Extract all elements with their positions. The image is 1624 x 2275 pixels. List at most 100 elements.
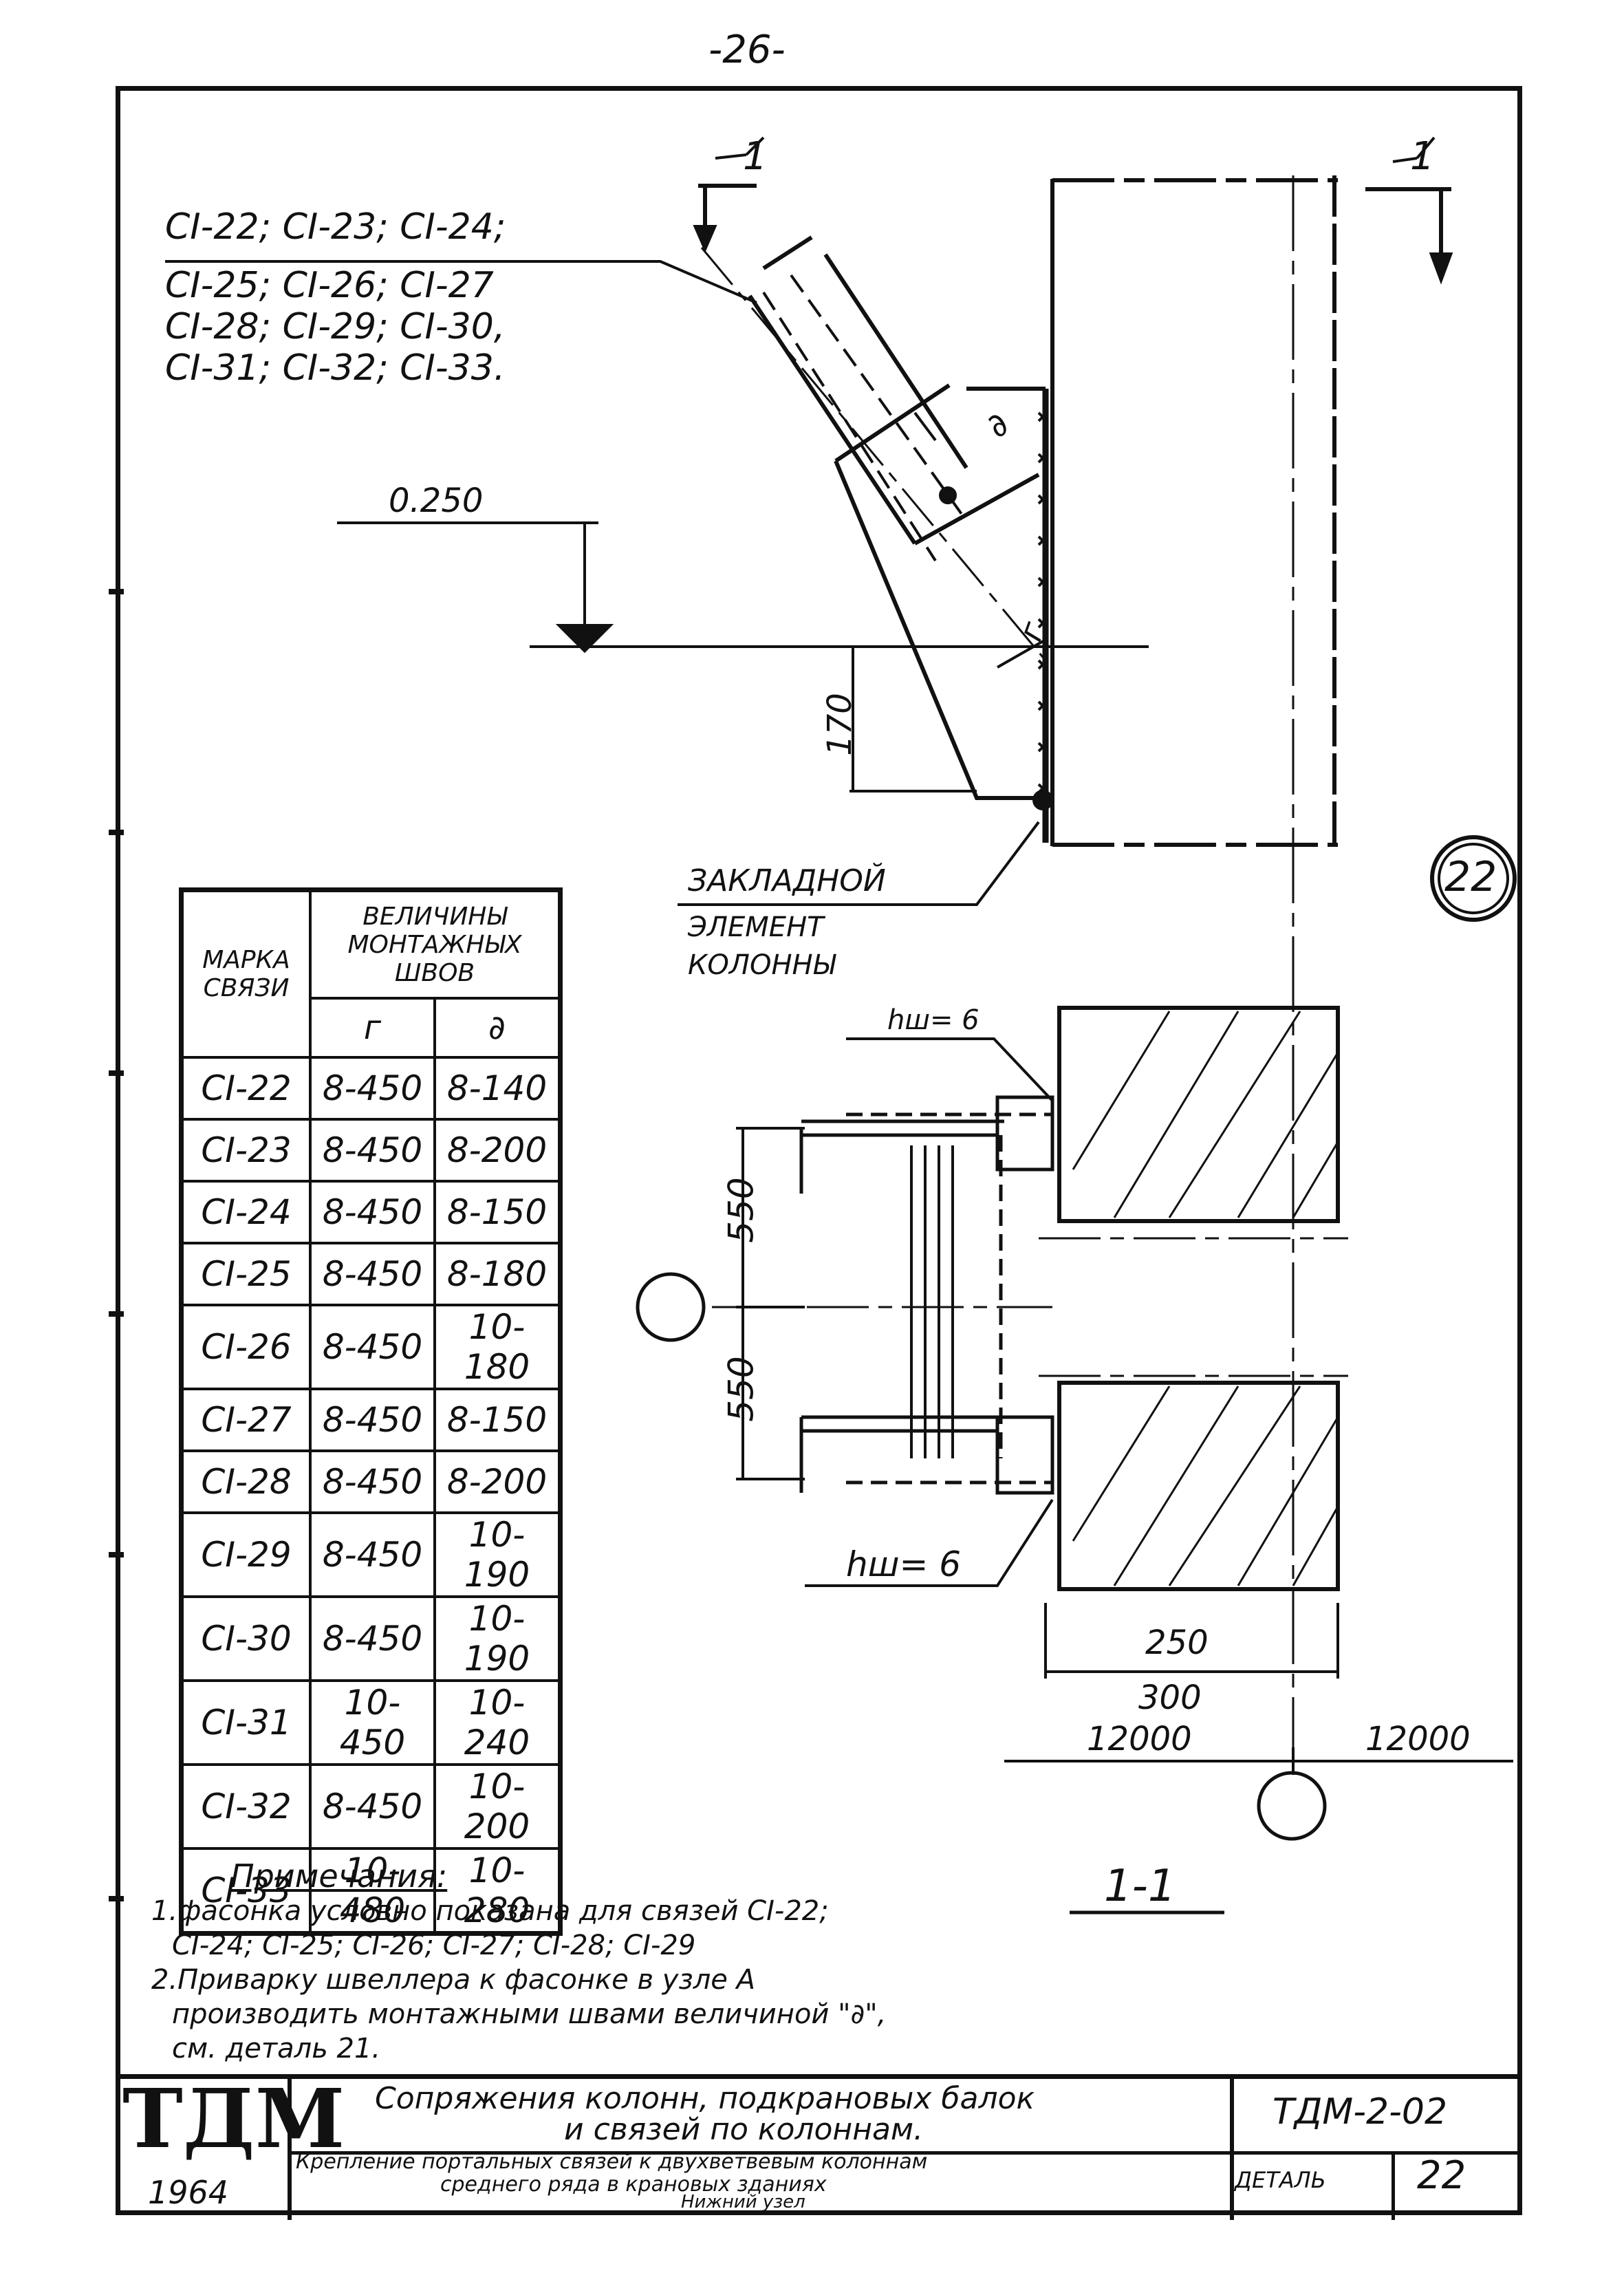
cell-mark: CI-26 [180,1304,312,1390]
cell-weld-g: 8-450 [309,1595,436,1682]
section-title: 1-1 [1104,1861,1176,1912]
title-sub-2: среднего ряда в крановых зданиях [440,2172,827,2197]
section-mark-right-arrow [1429,252,1453,285]
plate-weld-dot [1032,790,1053,810]
title-main-2: и связей по колоннам. [564,2112,924,2147]
hatch-bottom [1072,1386,1339,1586]
note-line-1: 1.фасонка условно показана для связей CI… [151,1895,829,1927]
header-mark: МАРКА СВЯЗИ [180,888,312,1059]
tdm-logo: ТДМ [122,2071,345,2166]
dim-170-line [849,647,977,793]
brace-channel-end [762,235,1040,546]
weld-size-table: МАРКА СВЯЗИ ВЕЛИЧИНЫ МОНТАЖНЫХ ШВОВ г ∂ … [179,887,563,1936]
section-mark-left-label: 1 [743,134,768,179]
brace-label-2: CI-25; CI-26; CI-27 [165,265,494,306]
weld-leader-bottom [805,1498,1054,1587]
cell-weld-d: 10-240 [433,1679,562,1766]
cell-weld-g: 8-450 [309,1304,436,1390]
cell-weld-d: 8-150 [433,1388,562,1452]
dim-12000-line [1004,1747,1513,1775]
node-point [939,486,957,504]
axis-bubble-left [636,1272,706,1342]
margin-ticks [109,589,124,1901]
note-line-4: производить монтажными швами величиной "… [172,1998,887,2030]
embedded-label-3: КОЛОННЫ [688,949,836,981]
notes-title: Примечания: [230,1857,448,1895]
cell-weld-g: 8-450 [309,1763,436,1850]
dim-550-lines [736,1127,805,1480]
cell-mark: CI-31 [180,1679,312,1766]
cell-mark: CI-24 [180,1180,312,1244]
cell-weld-g: 10-450 [309,1679,436,1766]
cell-mark: CI-28 [180,1449,312,1514]
detail-label: ДЕТАЛЬ [1235,2167,1326,2193]
cell-weld-g: 8-450 [309,1388,436,1452]
header-d: ∂ [433,997,562,1059]
brace-label-3: CI-28; CI-29; CI-30, [165,306,506,347]
brace-channel-hidden [762,274,964,562]
weld-leader-top [846,1037,1054,1102]
cell-weld-d: 8-150 [433,1180,562,1244]
brace-axis [700,247,1047,661]
section-mark-right-label: 1 [1410,134,1435,179]
dim-250: 250 [1145,1624,1209,1662]
title-main-1: Сопряжения колонн, подкрановых балок [375,2081,1035,2116]
sheet-frame [116,86,1522,2215]
embedded-leader [678,821,1040,906]
section-mark-left-arrow [693,225,717,253]
embedded-label-2: ЭЛЕМЕНТ [688,912,824,943]
cell-weld-g: 8-450 [309,1511,436,1598]
note-line-2: CI-24; CI-25; CI-26; CI-27; CI-28; CI-29 [172,1930,696,1961]
cell-mark: CI-23 [180,1118,312,1183]
section-plate-bottom [995,1415,1054,1495]
cell-weld-d: 10-200 [433,1763,562,1850]
cell-weld-d: 10-280 [433,1847,562,1935]
title-sub-1: Крепление портальных связей к двухветвев… [296,2150,928,2174]
column-branch-top [1057,1006,1340,1223]
dim-12000-left: 12000 [1087,1720,1192,1758]
cell-weld-d: 8-200 [433,1449,562,1514]
page-number: -26- [708,28,786,72]
cell-weld-g: 8-450 [309,1242,436,1306]
brace-channel [748,253,968,545]
weld-height-bottom: hш= 6 [846,1544,962,1584]
section-channel-top [799,1119,1004,1194]
column-branch-bottom [1057,1381,1340,1591]
dim-12000-right: 12000 [1365,1720,1471,1758]
elevation-triangle [555,624,614,654]
cell-mark: CI-27 [180,1388,312,1452]
title-block [116,2074,1522,2220]
cell-mark: CI-25 [180,1242,312,1306]
axis-bubble-bottom [1257,1771,1327,1841]
hatch-top [1072,1011,1339,1218]
cell-weld-d: 10-190 [433,1595,562,1682]
year: 1964 [148,2174,229,2211]
cell-weld-g: 8-450 [309,1449,436,1514]
detail-number: 22 [1417,2153,1466,2198]
table-subheader-row: г ∂ [182,997,562,1059]
cell-weld-d: 10-190 [433,1511,562,1598]
cell-weld-d: 8-180 [433,1242,562,1306]
detail-number-bubble: 22 [1444,853,1497,901]
section-mark-right [1365,187,1451,261]
axis-line-horizontal [712,1237,1348,1377]
title-sub-3: Нижний узел [681,2192,805,2212]
elevation-label: 0.250 [389,482,484,520]
note-line-3: 2.Приварку швеллера к фасонке в узле А [151,1964,755,1996]
detail-bubble [1430,835,1517,922]
cell-mark: CI-32 [180,1763,312,1850]
cell-mark: CI-33 [180,1847,312,1935]
cell-weld-d: 8-200 [433,1118,562,1183]
weld-height-top: hш= 6 [887,1004,979,1036]
cell-weld-d: 8-140 [433,1056,562,1121]
detail-bubble-inner [1438,843,1509,914]
cell-mark: CI-30 [180,1595,312,1682]
embedded-label-1: ЗАКЛАДНОЙ [688,863,886,898]
